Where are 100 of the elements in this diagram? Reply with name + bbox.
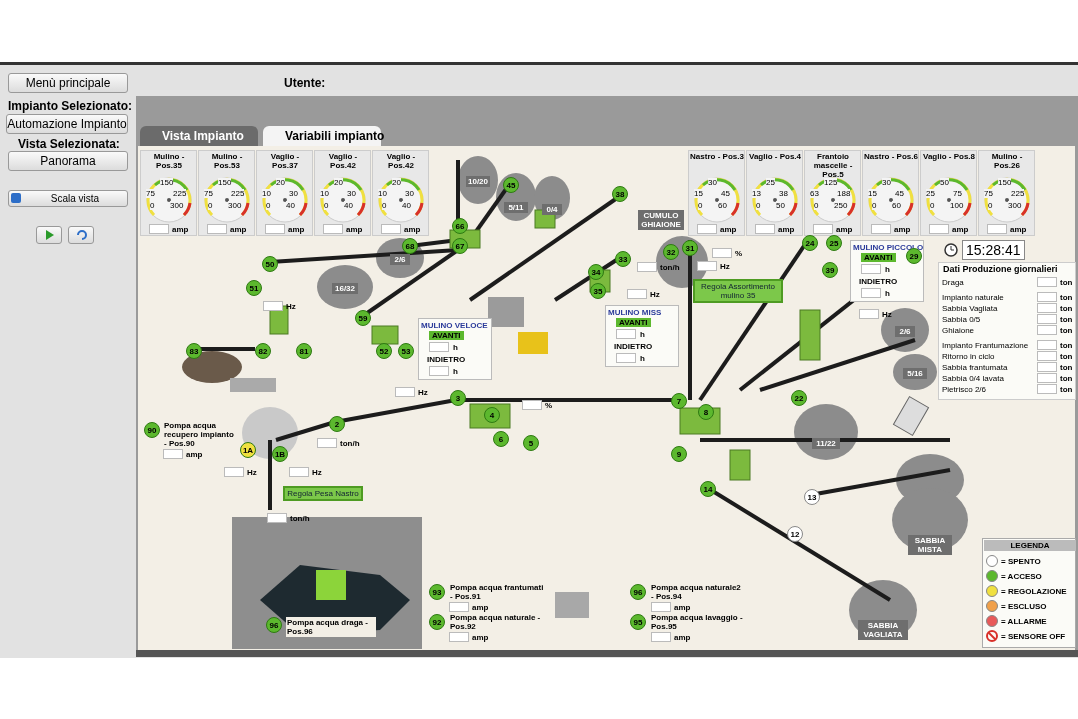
- unit-label: ton: [1060, 304, 1073, 313]
- heading-text: Vista Selezionata:: [18, 137, 120, 151]
- unit-label: ton: [1060, 363, 1073, 372]
- pile-label: CUMULO GHIAIONE: [638, 210, 684, 230]
- gauge-tick: 300: [228, 201, 242, 210]
- unit-label: amp: [674, 603, 691, 612]
- gauge-tick: 75: [984, 189, 993, 198]
- legend-label: = SENSORE OFF: [1001, 632, 1066, 641]
- unit-label: h: [885, 265, 890, 274]
- gauge-tick: 0: [930, 201, 935, 210]
- unit-label: amp: [1010, 225, 1027, 234]
- unit-label: amp: [952, 225, 969, 234]
- status-label: INDIETRO: [427, 355, 466, 364]
- gauge-panel: [198, 150, 255, 236]
- gauge-tick: 40: [344, 201, 353, 210]
- gauge-panel: [978, 150, 1035, 236]
- gauge-tick: 300: [1008, 201, 1022, 210]
- gauge-tick: 0: [208, 201, 213, 210]
- gauge-tick: 250: [834, 201, 848, 210]
- gauge-panel: [140, 150, 197, 236]
- gauge-panel: [920, 150, 977, 236]
- gauge-panel: [314, 150, 371, 236]
- gauge-title: Mulino - Pos.35: [152, 152, 186, 170]
- row-label: Impianto Frantumazione: [942, 341, 1029, 350]
- gauge-tick: 60: [892, 201, 901, 210]
- gauge-tick: 30: [289, 189, 298, 198]
- gauge-title: Mulino - Pos.26: [990, 152, 1024, 170]
- gauge-tick: 25: [926, 189, 935, 198]
- legend-label: = REGOLAZIONE: [1001, 587, 1067, 596]
- unit-label: h: [453, 343, 458, 352]
- gauge-title: Vaglio - Pos.37: [269, 152, 301, 170]
- unit-label: ton/h: [660, 263, 680, 272]
- status-label: INDIETRO: [614, 342, 653, 351]
- unit-label: ton: [1060, 326, 1073, 335]
- control-panel: [418, 318, 492, 380]
- legend-title: LEGENDA: [984, 540, 1076, 551]
- gauge-tick: 10: [320, 189, 329, 198]
- gauge-tick: 40: [286, 201, 295, 210]
- gauge-tick: 0: [382, 201, 387, 210]
- pile-label: 10/20: [466, 176, 490, 187]
- unit-label: Hz: [247, 468, 257, 477]
- row-label: Ritorno in ciclo: [942, 352, 995, 361]
- gauge-panel: [804, 150, 861, 236]
- gauge-title: Mulino - Pos.53: [210, 152, 244, 170]
- table-title: Dati Produzione giornalieri: [943, 265, 1058, 274]
- pile-label: 2/6: [895, 326, 915, 337]
- gauge-tick: 225: [1011, 189, 1025, 198]
- gauge-tick: 30: [708, 178, 717, 187]
- unit-label: amp: [778, 225, 795, 234]
- control-panel: [850, 240, 924, 302]
- row-label: Sabbia frantumata: [942, 363, 1008, 372]
- gauge-tick: 0: [698, 201, 703, 210]
- select-button: Panorama: [8, 151, 128, 171]
- unit-label: amp: [674, 633, 691, 642]
- gauge-tick: 45: [895, 189, 904, 198]
- gauge-tick: 150: [160, 178, 174, 187]
- pump-label: Pompa acqua draga - Pos.96: [286, 617, 376, 637]
- gauge-tick: 0: [150, 201, 155, 210]
- gauge-tick: 50: [776, 201, 785, 210]
- unit-label: amp: [186, 450, 203, 459]
- gauge-tick: 25: [766, 178, 775, 187]
- gauge-title: Vaglio - Pos.42: [327, 152, 359, 170]
- unit-label: amp: [404, 225, 421, 234]
- gauge-tick: 30: [405, 189, 414, 198]
- tab: Vista Impianto: [140, 126, 258, 146]
- pile-label: 5/16: [903, 368, 927, 379]
- checkbox-button: Scala vista: [8, 190, 128, 207]
- unit-label: ton: [1060, 315, 1073, 324]
- heading-text: Impianto Selezionato:: [8, 99, 132, 113]
- adjust-button: Regola Pesa Nastro: [283, 486, 363, 501]
- legend-label: = ACCESO: [1001, 572, 1042, 581]
- row-label: Ghiaione: [942, 326, 975, 335]
- gauge-tick: 30: [347, 189, 356, 198]
- gauge-tick: 20: [334, 178, 343, 187]
- unit-label: Hz: [882, 310, 892, 319]
- unit-label: ton: [1060, 278, 1073, 287]
- pile-label: 11/22: [812, 438, 840, 449]
- gauge-tick: 0: [872, 201, 877, 210]
- panel-title: MULINO MISS: [608, 308, 662, 317]
- status-badge: AVANTI: [861, 253, 896, 262]
- gauge-tick: 38: [779, 189, 788, 198]
- pile-label: 5/11: [504, 202, 528, 213]
- gauge-tick: 45: [721, 189, 730, 198]
- row-label: Impianto naturale: [942, 293, 1004, 302]
- gauge-panel: [372, 150, 429, 236]
- gauge-tick: 225: [231, 189, 245, 198]
- gauge-panel: [746, 150, 803, 236]
- gauge-panel: [688, 150, 745, 236]
- adjust-button: Regola Assortimento mulino 35: [693, 279, 783, 303]
- pile-label: 0/4: [542, 204, 562, 215]
- pile-label: SABBIA VAGLIATA: [858, 620, 908, 640]
- select-button: Automazione Impianto: [6, 114, 128, 134]
- unit-label: ton: [1060, 385, 1073, 394]
- legend-label: = SPENTO: [1001, 557, 1041, 566]
- unit-label: amp: [288, 225, 305, 234]
- unit-label: ton: [1060, 374, 1073, 383]
- gauge-tick: 75: [953, 189, 962, 198]
- gauge-tick: 15: [868, 189, 877, 198]
- gauge-tick: 75: [204, 189, 213, 198]
- unit-label: amp: [346, 225, 363, 234]
